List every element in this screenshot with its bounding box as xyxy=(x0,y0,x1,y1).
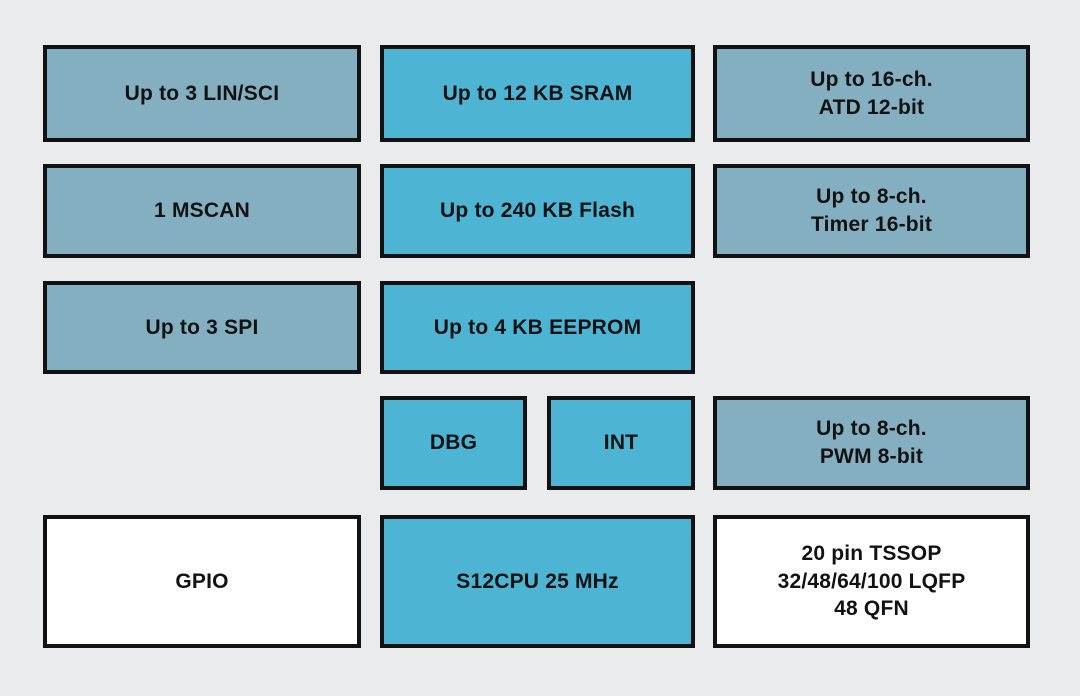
block-int: INT xyxy=(547,396,695,490)
block-flash: Up to 240 KB Flash xyxy=(380,164,695,258)
block-lin-sci-label: Up to 3 LIN/SCI xyxy=(124,81,280,105)
block-pwm-label: Up to 8-ch. PWM 8-bit xyxy=(816,417,927,468)
block-gpio: GPIO xyxy=(43,515,361,648)
block-lin-sci: Up to 3 LIN/SCI xyxy=(43,45,361,142)
block-eeprom: Up to 4 KB EEPROM xyxy=(380,281,695,374)
block-sram: Up to 12 KB SRAM xyxy=(380,45,695,142)
block-mscan: 1 MSCAN xyxy=(43,164,361,258)
block-mscan-label: 1 MSCAN xyxy=(154,199,250,223)
block-packages-label: 20 pin TSSOP 32/48/64/100 LQFP 48 QFN xyxy=(777,541,966,621)
block-packages: 20 pin TSSOP 32/48/64/100 LQFP 48 QFN xyxy=(713,515,1030,648)
block-eeprom-label: Up to 4 KB EEPROM xyxy=(433,315,642,339)
block-cpu-label: S12CPU 25 MHz xyxy=(456,569,619,593)
block-gpio-label: GPIO xyxy=(175,569,229,593)
block-int-label: INT xyxy=(603,431,639,455)
block-atd: Up to 16-ch. ATD 12-bit xyxy=(713,45,1030,142)
block-cpu: S12CPU 25 MHz xyxy=(380,515,695,648)
block-flash-label: Up to 240 KB Flash xyxy=(440,199,635,223)
block-spi-label: Up to 3 SPI xyxy=(145,315,259,339)
block-pwm: Up to 8-ch. PWM 8-bit xyxy=(713,396,1030,490)
block-spi: Up to 3 SPI xyxy=(43,281,361,374)
block-atd-label: Up to 16-ch. ATD 12-bit xyxy=(810,67,933,119)
block-timer: Up to 8-ch. Timer 16-bit xyxy=(713,164,1030,258)
block-sram-label: Up to 12 KB SRAM xyxy=(442,81,633,105)
block-dbg: DBG xyxy=(380,396,527,490)
block-timer-label: Up to 8-ch. Timer 16-bit xyxy=(810,185,933,236)
block-dbg-label: DBG xyxy=(429,431,478,455)
